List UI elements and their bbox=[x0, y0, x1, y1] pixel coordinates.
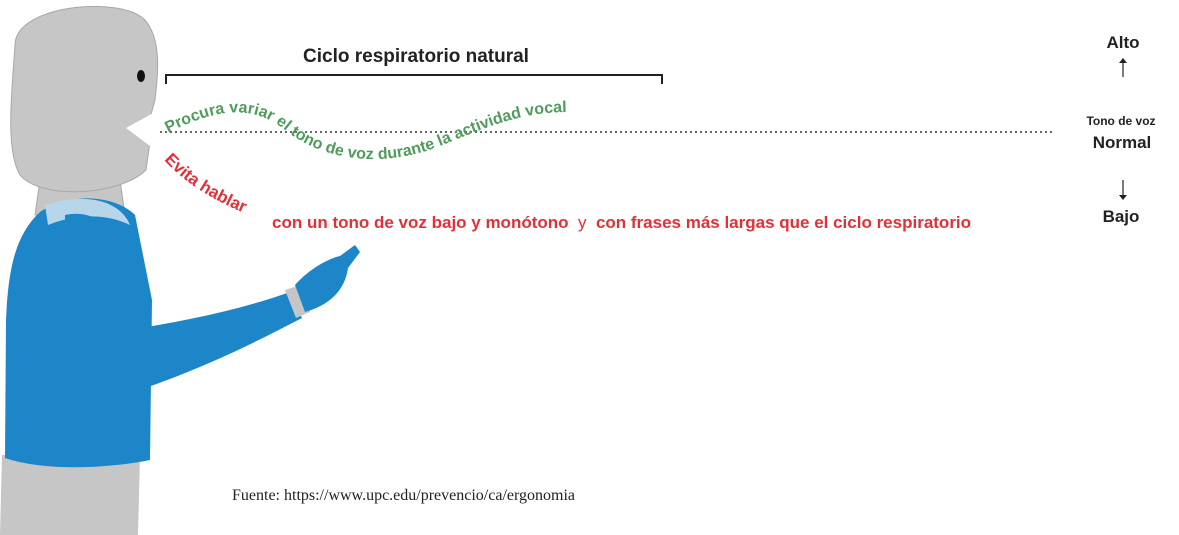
figure-head bbox=[10, 5, 159, 193]
pitch-high-label: Alto bbox=[1106, 33, 1139, 52]
advice-red-part2: con un tono de voz bajo y monótono bbox=[272, 213, 569, 232]
figure-arm bbox=[65, 213, 302, 396]
cycle-label: Ciclo respiratorio natural bbox=[303, 46, 529, 67]
pitch-caption: Tono de voz bbox=[1086, 114, 1155, 128]
arrow-down-icon bbox=[1119, 180, 1127, 200]
arrow-up-icon bbox=[1119, 58, 1127, 77]
figure-hand bbox=[295, 245, 360, 312]
figure-wrist bbox=[285, 285, 310, 318]
advice-red-lead: Evita hablar bbox=[161, 150, 250, 217]
advice-green: Procura variar el tono de voz durante la… bbox=[162, 99, 566, 163]
cycle-bracket bbox=[165, 74, 663, 84]
pitch-normal-label: Normal bbox=[1093, 133, 1152, 152]
source-citation: Fuente: https://www.upc.edu/prevencio/ca… bbox=[232, 487, 576, 504]
speaking-person-figure bbox=[0, 5, 360, 535]
advice-red-rest: con un tono de voz bajo y monótono y con… bbox=[272, 213, 971, 232]
pitch-low-label: Bajo bbox=[1103, 207, 1140, 226]
advice-red-lead-text: Evita hablar bbox=[161, 150, 250, 217]
pitch-scale: Alto Tono de voz Normal Bajo bbox=[1086, 33, 1155, 226]
advice-green-text: Procura variar el tono de voz durante la… bbox=[162, 99, 566, 163]
advice-red-part4: con frases más largas que el ciclo respi… bbox=[596, 213, 971, 232]
figure-mouth bbox=[126, 112, 155, 146]
advice-red-part3: y bbox=[578, 213, 587, 232]
figure-lower-body bbox=[0, 455, 140, 535]
figure-eye bbox=[137, 70, 145, 82]
